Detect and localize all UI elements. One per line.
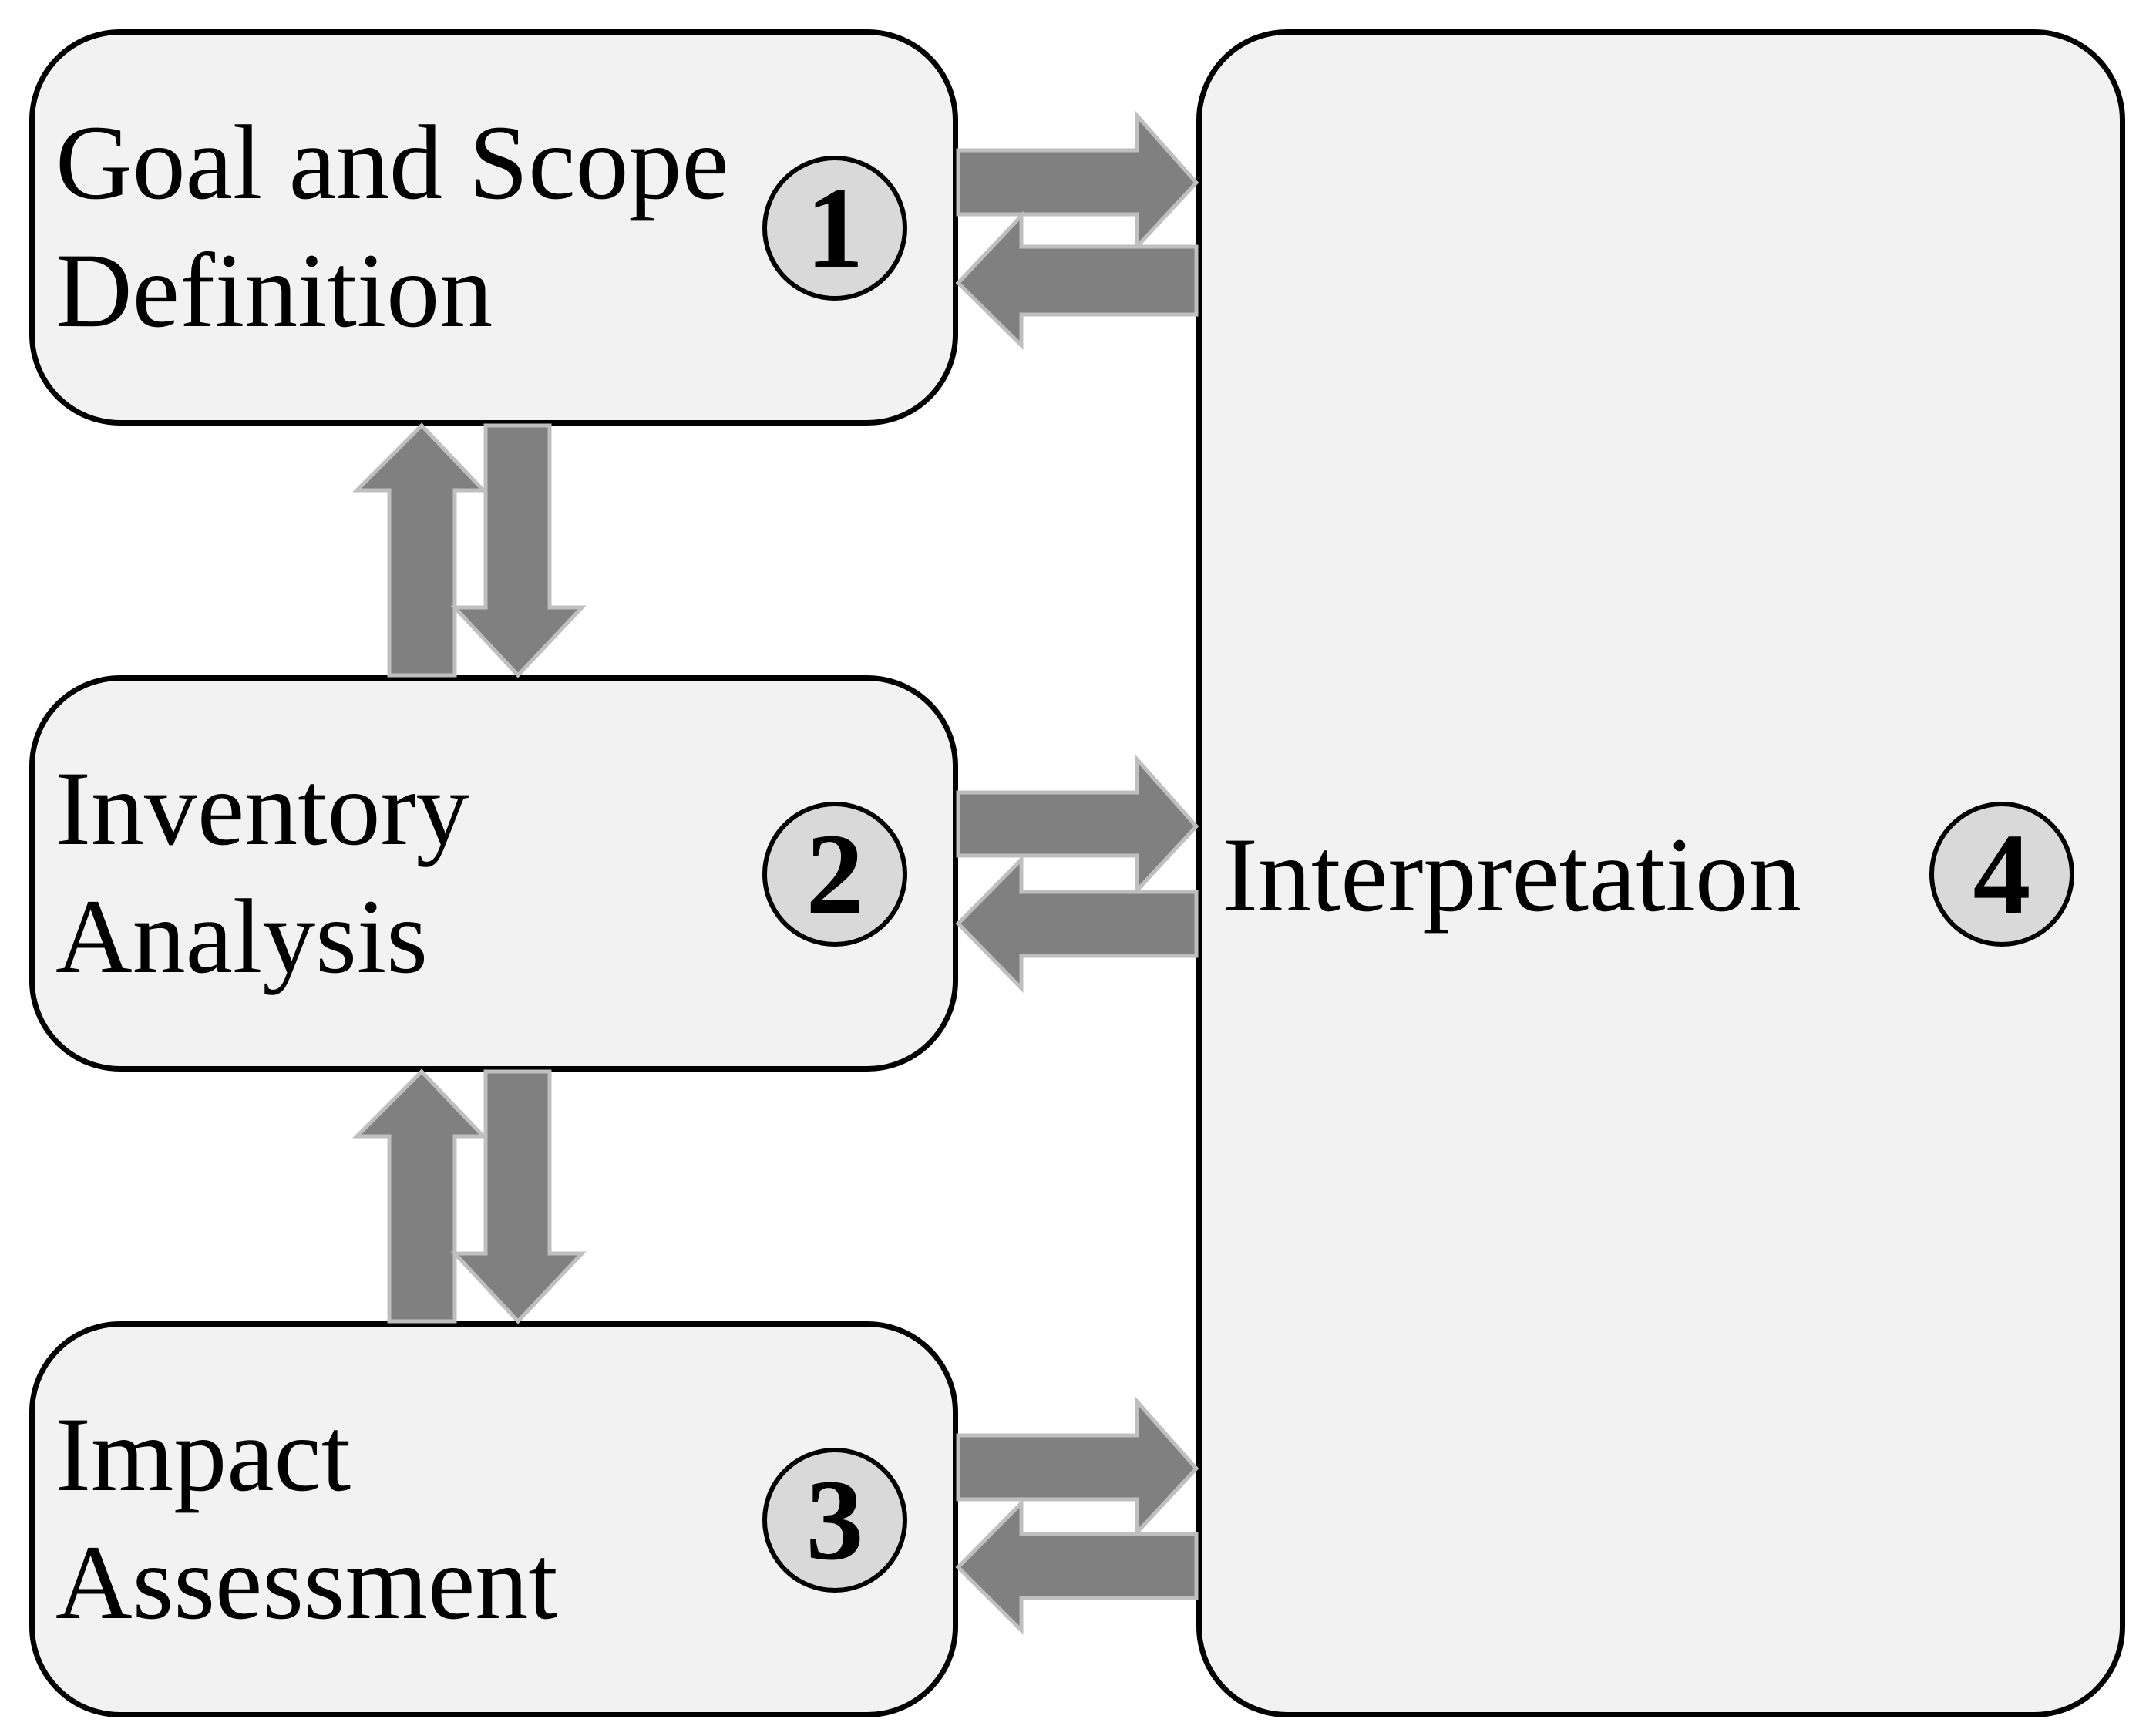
interpretation-label: Interpretation bbox=[1223, 816, 1801, 934]
arrow-impact-to-interpretation bbox=[956, 1396, 1199, 1538]
arrow-inventory-to-goal bbox=[352, 422, 488, 678]
stage-1-badge: 1 bbox=[762, 156, 907, 301]
goal-and-scope-label-line1: Goal and Scope bbox=[56, 103, 729, 221]
arrow-interpretation-to-inventory bbox=[955, 854, 1199, 994]
arrow-inventory-to-impact bbox=[450, 1069, 587, 1324]
arrow-impact-to-inventory bbox=[352, 1068, 488, 1324]
arrow-goal-to-interpretation bbox=[956, 110, 1199, 252]
impact-assessment-label-line2: Assessment bbox=[56, 1523, 558, 1641]
arrow-interpretation-to-goal bbox=[955, 210, 1199, 350]
inventory-analysis-label-line1: Inventory bbox=[56, 749, 469, 867]
arrow-goal-to-inventory bbox=[450, 423, 587, 678]
inventory-analysis-label-line2: Analysis bbox=[56, 877, 428, 995]
stage-4-badge: 4 bbox=[1929, 802, 2074, 947]
stage-3-badge: 3 bbox=[762, 1448, 907, 1593]
arrow-inventory-to-interpretation bbox=[956, 754, 1199, 896]
goal-and-scope-label-line2: Definition bbox=[56, 231, 493, 349]
arrow-interpretation-to-impact bbox=[955, 1498, 1199, 1636]
impact-assessment-label-line1: Impact bbox=[56, 1395, 352, 1513]
stage-2-badge: 2 bbox=[762, 802, 907, 947]
